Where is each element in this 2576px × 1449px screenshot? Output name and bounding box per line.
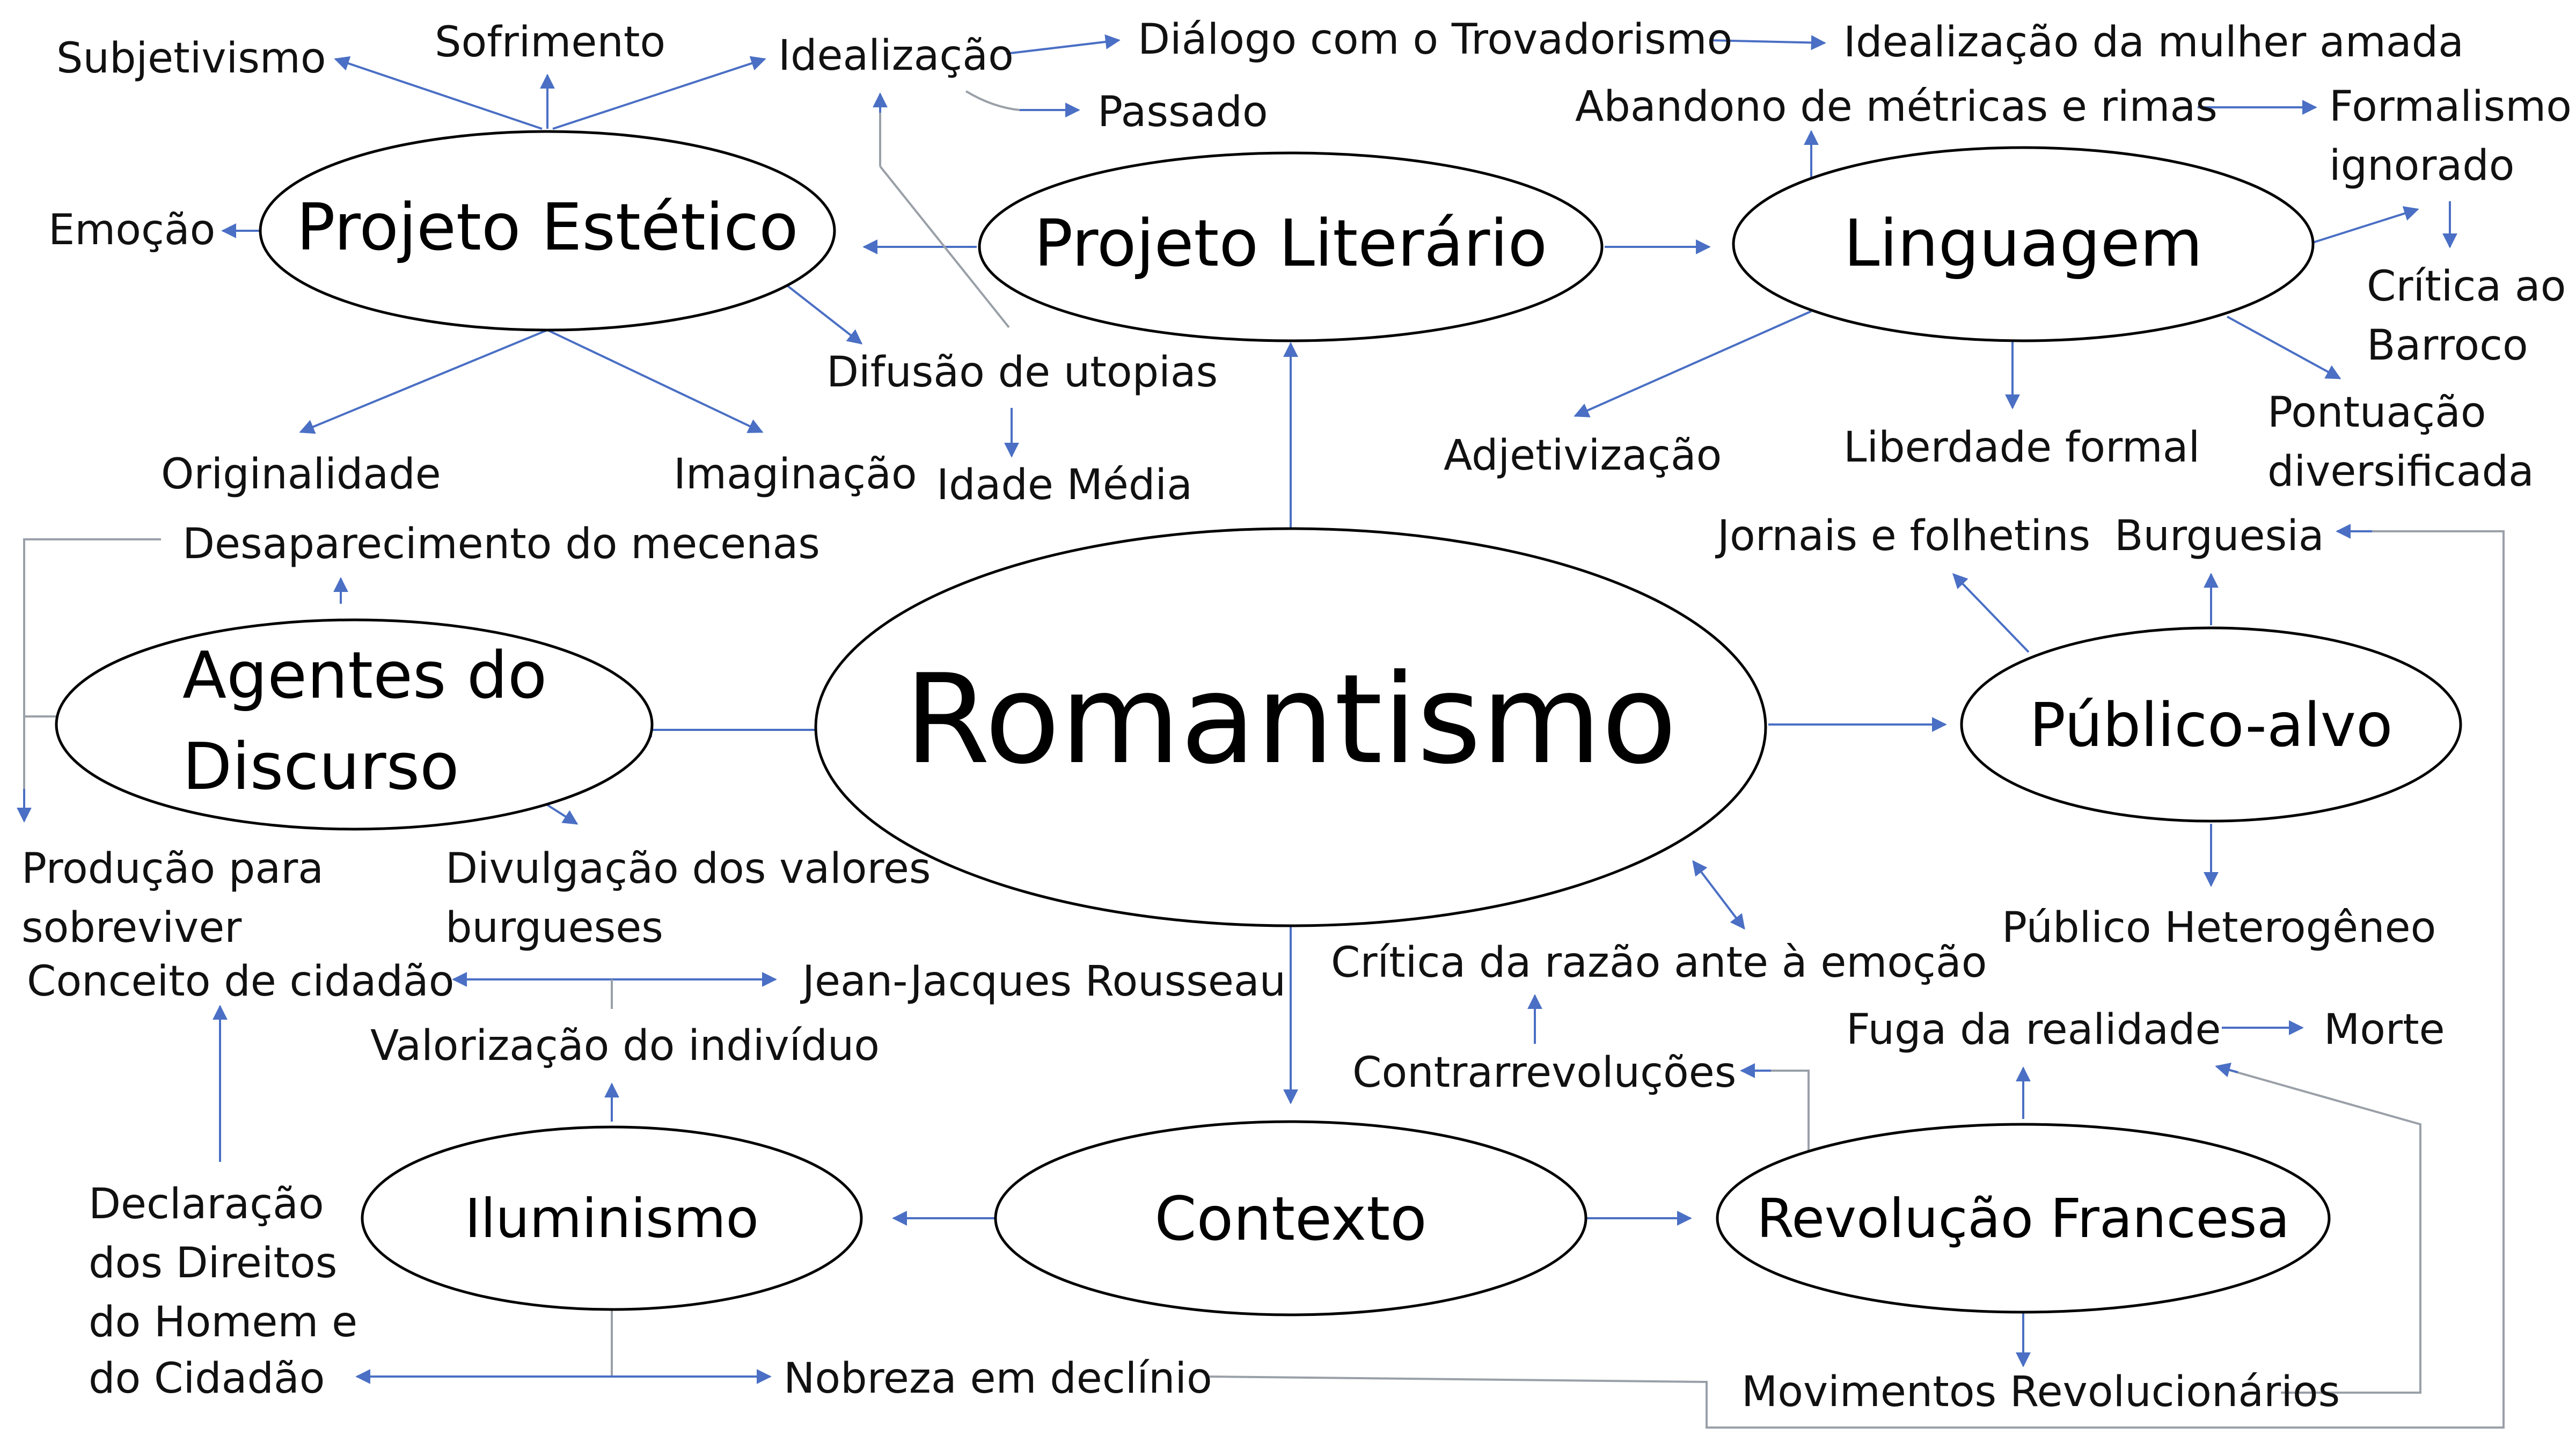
label-imaginacao: Imaginação [674,450,917,499]
projeto-literario-label: Projeto Literário [1034,207,1547,281]
node-projeto-literario: Projeto Literário [978,151,1604,342]
arrow-linguagem-pontuacao [2227,316,2341,379]
label-contrarrevolucoes: Contrarrevoluções [1352,1049,1736,1097]
label-desaparecimento-mecenas: Desaparecimento do mecenas [182,520,820,568]
label-dialogo-trovadorismo: Diálogo com o Trovadorismo [1138,16,1732,64]
line-idealizacao-passado [965,90,1020,111]
label-emocao: Emoção [48,206,215,254]
label-critica-razao: Crítica da razão ante à emoção [1331,939,1987,987]
arrow-agentes-divulgacao [546,804,579,825]
label-declaracao-line2: dos Direitos [89,1239,337,1287]
label-passado: Passado [1097,88,1268,136]
label-morte: Morte [2324,1006,2445,1054]
agentes-label-line2: Discurso [182,730,459,804]
arrow-estetico-subjetivismo [334,56,543,130]
node-romantismo: Romantismo [814,527,1767,927]
arrow-estetico-idealizacao [552,56,766,130]
projeto-literario-ellipse [978,151,1604,342]
label-critica-barroco-line2: Barroco [2367,321,2528,370]
label-producao-line2: sobreviver [21,904,242,952]
label-burguesia: Burguesia [2114,512,2324,560]
label-originalidade: Originalidade [161,450,441,499]
label-critica-barroco-line1: Crítica ao [2367,262,2566,311]
label-conceito-cidadao: Conceito de cidadão [27,957,454,1006]
line-revolucao-contrarrevolucoes [1760,1070,1810,1151]
arrow-idealizacao-dialogo [1006,34,1121,55]
label-liberdade-formal: Liberdade formal [1843,423,2200,472]
projeto-estetico-ellipse [259,130,836,332]
label-declaracao-line3: do Homem e [89,1298,357,1346]
label-difusao-utopias: Difusão de utopias [826,348,1218,397]
node-agentes-do-discurso: Agentes do Discurso [55,618,654,831]
line-movimentos-fuga [2221,1067,2421,1394]
arrow-publico-jornais [1952,573,2030,653]
romantismo-label: Romantismo [904,648,1677,792]
label-pontuacao-line2: diversificada [2267,448,2534,496]
node-publico-alvo: Público-alvo [1960,626,2462,823]
agentes-label-line1: Agentes do [182,639,547,713]
arrow-estetico-imaginacao [547,329,764,433]
label-producao-line1: Produção para [21,845,324,893]
label-formalismo-line2: ignorado [2329,142,2514,190]
label-idealizacao-mulher: Idealização da mulher amada [1843,18,2464,67]
iluminismo-ellipse [361,1125,863,1311]
label-divulgacao-line1: Divulgação dos valores [445,845,931,893]
line-nobreza-burguesia [1207,530,2505,1429]
agentes-ellipse [55,618,654,831]
label-divulgacao-line2: burgueses [445,904,663,952]
projeto-estetico-label: Projeto Estético [296,191,798,265]
publico-alvo-ellipse [1960,626,2462,823]
arrow-estetico-originalidade [299,329,548,434]
label-declaracao-line1: Declaração [89,1180,324,1228]
label-adjetivizacao: Adjetivização [1444,431,1722,480]
publico-alvo-label: Público-alvo [2029,691,2392,760]
label-idealizacao: Idealização [778,32,1014,80]
label-idade-media: Idade Média [936,461,1192,509]
node-contexto: Contexto [994,1120,1587,1316]
node-linguagem: Linguagem [1732,146,2315,342]
romantismo-ellipse [814,527,1767,927]
sub-labels: Subjetivismo Sofrimento Idealização Diál… [21,16,2572,1416]
revolucao-francesa-label: Revolução Francesa [1757,1187,2289,1250]
label-valorizacao-individuo: Valorização do indivíduo [370,1022,880,1070]
label-pontuacao-line1: Pontuação [2267,389,2486,437]
label-declaracao-line4: do Cidadão [89,1355,325,1403]
revolucao-francesa-ellipse [1716,1123,2331,1314]
line-mecenas-producao [23,538,161,794]
label-nobreza-declinio: Nobreza em declínio [784,1355,1212,1403]
arrow-critica-razao-bidirectional [1692,860,1745,930]
label-abandono-metricas: Abandono de métricas e rimas [1575,83,2218,131]
iluminismo-label: Iluminismo [465,1187,759,1250]
arrow-linguagem-adjetivizacao [1574,310,1812,418]
label-movimentos-revolucionarios: Movimentos Revolucionários [1741,1368,2340,1416]
label-rousseau: Jean-Jacques Rousseau [800,957,1286,1006]
label-sofrimento: Sofrimento [435,18,665,67]
arrow-linguagem-formalismo [2307,206,2419,245]
node-projeto-estetico: Projeto Estético [259,130,836,332]
label-formalismo-line1: Formalismo [2329,83,2572,131]
label-fuga-realidade: Fuga da realidade [1846,1006,2221,1054]
label-subjetivismo: Subjetivismo [56,34,326,83]
contexto-label: Contexto [1154,1184,1426,1254]
arrow-dialogo-mulher [1709,35,1826,50]
contexto-ellipse [994,1120,1587,1316]
label-jornais-folhetins: Jornais e folhetins [1715,512,2090,560]
linguagem-label: Linguagem [1844,207,2203,281]
line-difusao-up [879,165,1010,328]
label-publico-heterogeneo: Público Heterogêneo [2002,904,2436,952]
node-iluminismo: Iluminismo [361,1125,863,1311]
arrow-to-fuga [2215,1063,2238,1078]
linguagem-ellipse [1732,146,2315,342]
node-revolucao-francesa: Revolução Francesa [1716,1123,2331,1314]
connector-lines [17,34,2505,1429]
